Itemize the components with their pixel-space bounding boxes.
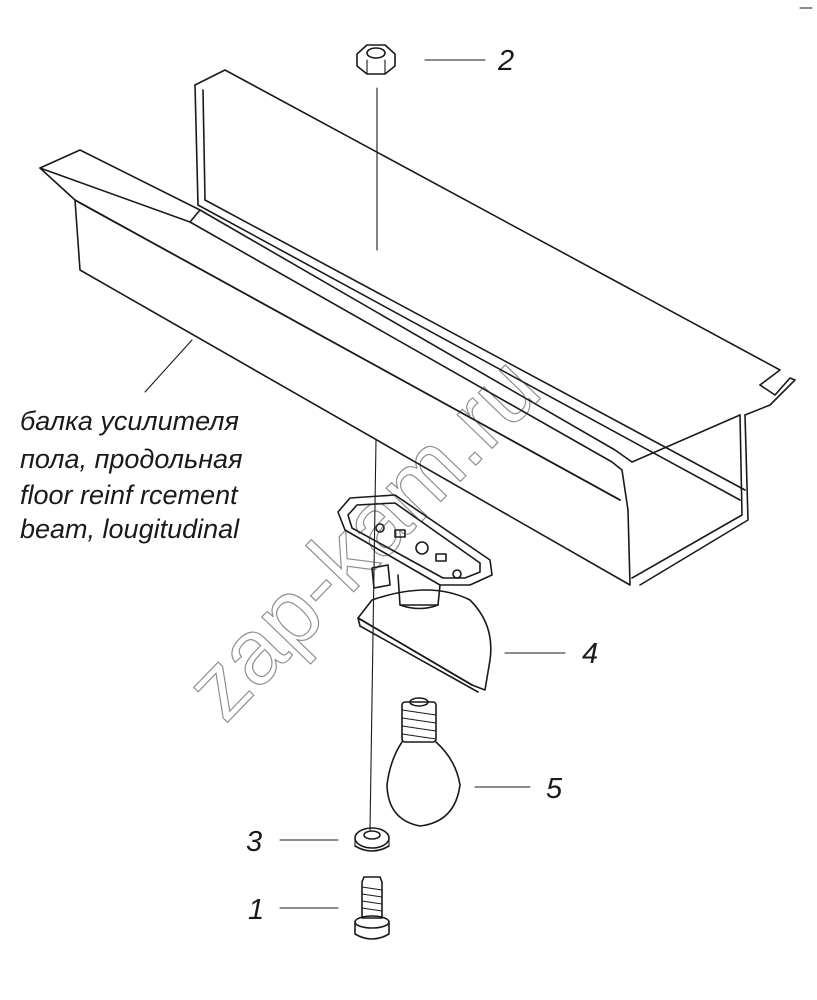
callout-5: 5: [546, 773, 563, 805]
callout-1: 1: [248, 894, 264, 926]
leader-lines: [144, 59, 566, 909]
axis-line-lower: [369, 439, 377, 831]
beam-caption: балка усилителя пола, продольная floor r…: [20, 406, 243, 544]
callout-numbers: 2 4 5 3 1: [246, 45, 598, 926]
beam-label-line-3: floor reinf rcement: [20, 480, 239, 510]
leader-beam: [144, 339, 193, 393]
assembly-axis: [369, 87, 378, 831]
callout-4: 4: [582, 638, 598, 670]
callout-2: 2: [497, 45, 514, 77]
part-screw: [354, 876, 390, 940]
floor-reinforcement-beam: [39, 69, 796, 586]
callout-3: 3: [246, 826, 262, 858]
part-washer: [354, 827, 390, 852]
beam-label-line-2: пола, продольная: [20, 444, 243, 474]
part-bulb: [386, 697, 461, 827]
part-lamp-housing: [337, 494, 493, 693]
beam-label-line-1: балка усилителя: [20, 406, 239, 436]
part-nut: [356, 44, 396, 75]
beam-label-line-4: beam, lougitudinal: [20, 514, 240, 544]
